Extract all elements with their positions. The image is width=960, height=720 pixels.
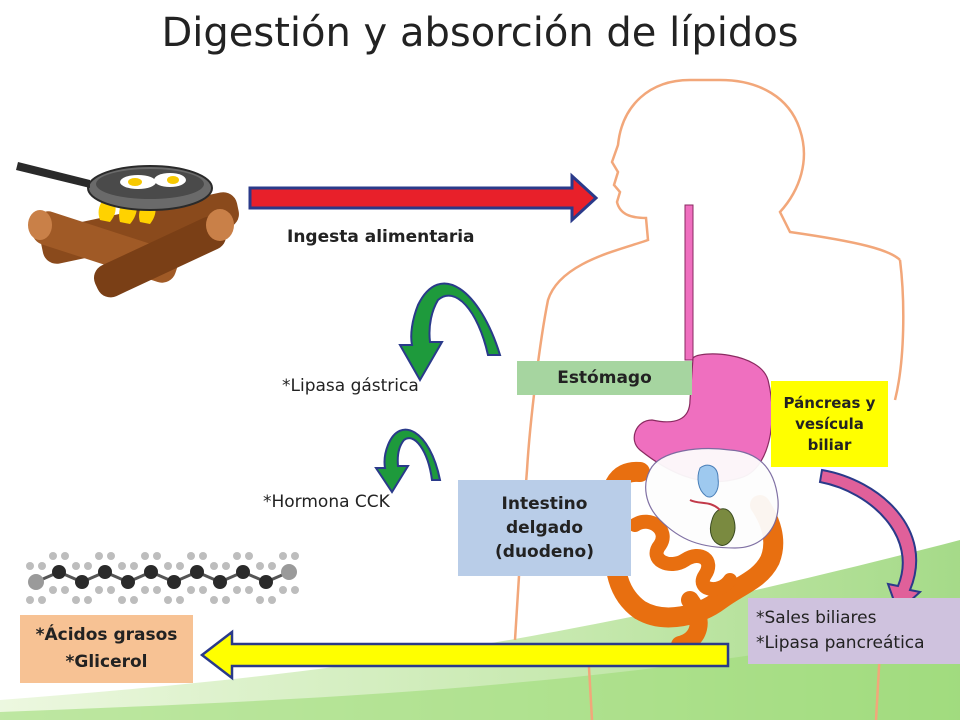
molecule-hydrogen <box>130 562 138 570</box>
molecule-hydrogen <box>187 586 195 594</box>
pink-arrow <box>818 468 923 614</box>
pancreas-line-3: biliar <box>807 435 852 454</box>
molecule-carbon <box>167 575 181 589</box>
molecule-carbon <box>121 575 135 589</box>
pancreas-vesicula-box: Páncreas y vesícula biliar <box>771 381 888 467</box>
molecule-carbon <box>190 565 204 579</box>
molecule-hydrogen <box>279 586 287 594</box>
estomago-box: Estómago <box>517 361 692 395</box>
molecule-carbon <box>259 575 273 589</box>
molecule-hydrogen <box>279 552 287 560</box>
molecule-hydrogen <box>233 586 241 594</box>
frying-pan-icon <box>16 162 239 298</box>
molecule-carbon <box>213 575 227 589</box>
molecule-hydrogen <box>222 596 230 604</box>
molecule-hydrogen <box>222 562 230 570</box>
molecule-carbon <box>281 564 297 580</box>
molecule-hydrogen <box>107 552 115 560</box>
acidos-line-2: *Glicerol <box>65 652 148 672</box>
molecule-hydrogen <box>72 562 80 570</box>
sales-line-1: *Sales biliares <box>756 608 877 628</box>
molecule-hydrogen <box>210 596 218 604</box>
pancreas <box>697 464 719 498</box>
molecule-hydrogen <box>210 562 218 570</box>
molecule-hydrogen <box>164 562 172 570</box>
sales-lipasa-box: *Sales biliares *Lipasa pancreática <box>748 598 960 664</box>
pancreas-line-1: Páncreas y <box>783 393 876 412</box>
molecule-carbon <box>52 565 66 579</box>
molecule-hydrogen <box>268 596 276 604</box>
absorcion-arrow <box>199 629 730 681</box>
molecule-hydrogen <box>187 552 195 560</box>
molecule-hydrogen <box>233 552 241 560</box>
molecule-hydrogen <box>268 562 276 570</box>
molecule-hydrogen <box>176 596 184 604</box>
molecule-hydrogen <box>72 596 80 604</box>
sales-line-2: *Lipasa pancreática <box>756 633 925 653</box>
molecule-hydrogen <box>107 586 115 594</box>
molecule-carbon <box>75 575 89 589</box>
molecule-hydrogen <box>141 552 149 560</box>
molecule-hydrogen <box>291 586 299 594</box>
molecule-hydrogen <box>245 552 253 560</box>
molecule-hydrogen <box>291 552 299 560</box>
molecule-hydrogen <box>84 596 92 604</box>
molecule-hydrogen <box>164 596 172 604</box>
molecule-hydrogen <box>49 552 57 560</box>
page-title: Digestión y absorción de lípidos <box>161 10 799 56</box>
molecule-hydrogen <box>256 562 264 570</box>
molecule-hydrogen <box>38 596 46 604</box>
intestino-line-1: Intestino <box>501 494 588 514</box>
molecule-hydrogen <box>118 596 126 604</box>
molecule-carbon <box>28 574 44 590</box>
molecule-hydrogen <box>84 562 92 570</box>
estomago-text: Estómago <box>557 368 652 388</box>
intestino-line-3: (duodeno) <box>495 542 594 562</box>
molecule-hydrogen <box>61 552 69 560</box>
molecule-hydrogen <box>245 586 253 594</box>
acidos-line-1: *Ácidos grasos <box>35 625 178 645</box>
molecule-hydrogen <box>26 596 34 604</box>
molecule-hydrogen <box>61 586 69 594</box>
molecule-carbon <box>144 565 158 579</box>
green-arrow-top <box>398 282 502 383</box>
molecule-hydrogen <box>256 596 264 604</box>
molecule-carbon <box>98 565 112 579</box>
hormona-cck-label: *Hormona CCK <box>263 492 390 512</box>
molecule-hydrogen <box>153 552 161 560</box>
pancreas-line-2: vesícula <box>795 414 864 433</box>
intestino-box: Intestino delgado (duodeno) <box>458 480 631 576</box>
molecule-hydrogen <box>153 586 161 594</box>
liver <box>645 448 779 549</box>
molecule-hydrogen <box>176 562 184 570</box>
green-arrow-bottom <box>374 428 442 494</box>
molecule-hydrogen <box>141 586 149 594</box>
molecule-carbon <box>236 565 250 579</box>
molecule-hydrogen <box>118 562 126 570</box>
molecule-hydrogen <box>95 586 103 594</box>
fatty-acid-molecule-icon <box>26 552 299 604</box>
ingesta-label: Ingesta alimentaria <box>287 227 475 247</box>
logs <box>28 192 239 298</box>
molecule-hydrogen <box>38 562 46 570</box>
small-intestine <box>628 514 737 596</box>
molecule-hydrogen <box>199 552 207 560</box>
acidos-glicerol-box: *Ácidos grasos *Glicerol <box>20 615 193 683</box>
body-outline <box>513 78 901 720</box>
molecule-hydrogen <box>49 586 57 594</box>
molecule-hydrogen <box>95 552 103 560</box>
ingesta-arrow <box>248 172 599 224</box>
molecule-hydrogen <box>130 596 138 604</box>
lipasa-gastrica-label: *Lipasa gástrica <box>282 376 419 396</box>
molecule-hydrogen <box>26 562 34 570</box>
gallbladder <box>709 508 736 546</box>
molecule-hydrogen <box>199 586 207 594</box>
intestino-line-2: delgado <box>505 518 583 538</box>
